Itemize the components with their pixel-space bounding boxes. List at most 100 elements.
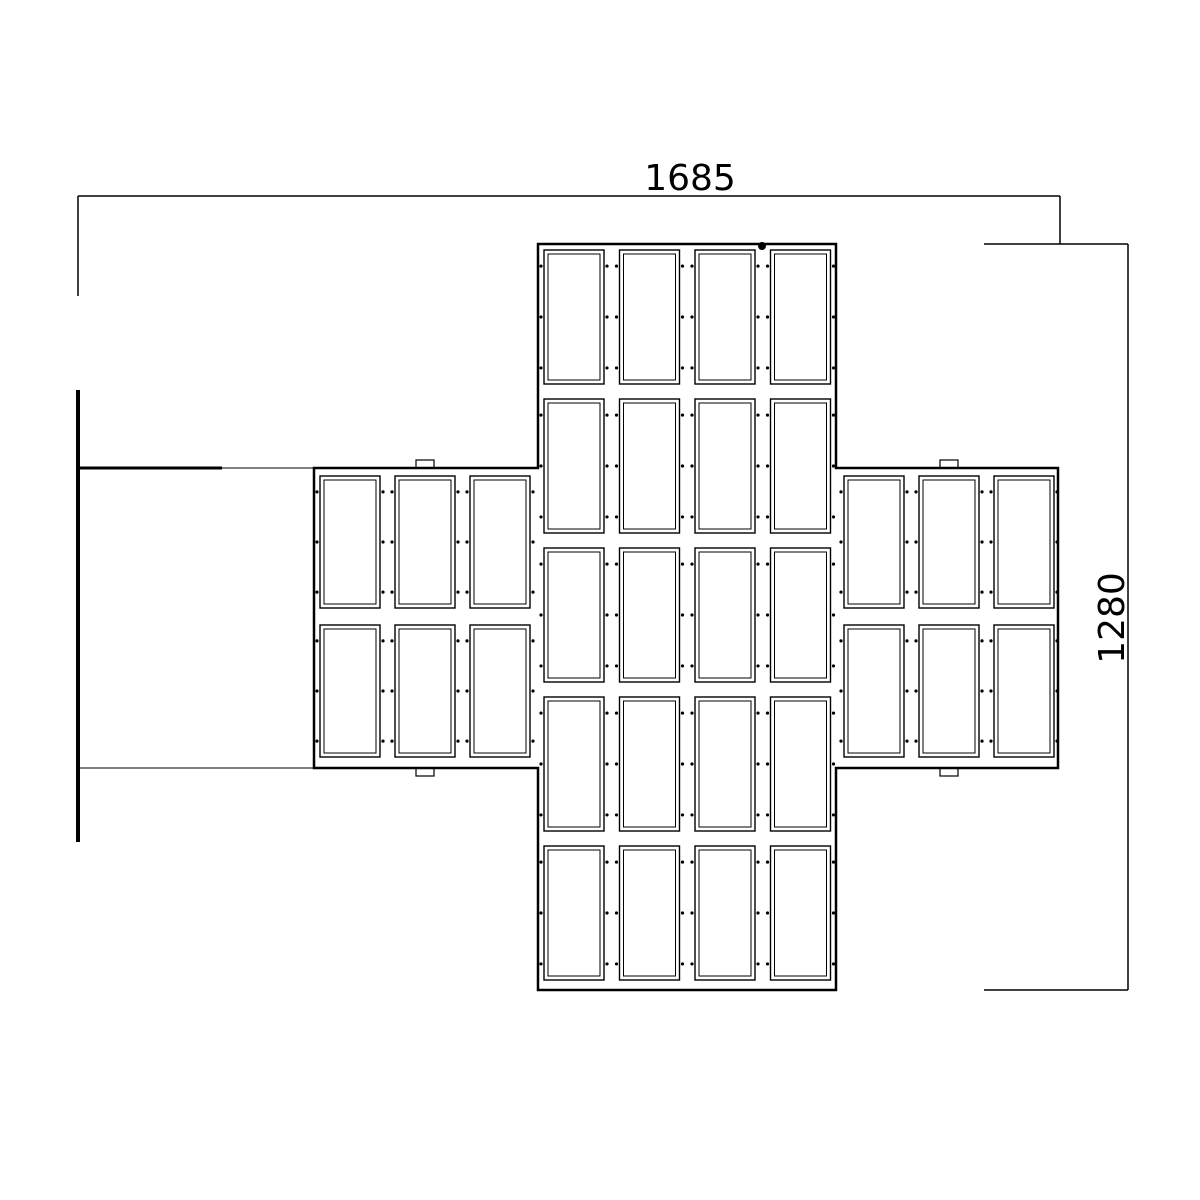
fixing-dot (465, 639, 469, 643)
fixing-dot (531, 739, 535, 743)
module-center-r1-c3 (694, 249, 756, 385)
fixing-dot (765, 366, 770, 370)
module-center-r3-c2-inner (623, 551, 676, 679)
fixing-dot (765, 264, 770, 268)
fixing-dot (765, 962, 770, 966)
fixing-dot (680, 515, 685, 519)
fixing-dot (614, 962, 619, 966)
module-center-r4-c4-inner (774, 700, 827, 828)
mounting-bracket (76, 390, 314, 842)
fixing-dot (989, 590, 993, 594)
fixing-dot (605, 813, 609, 817)
width-dimension-label: 1685 (644, 158, 736, 199)
fixing-dot (1055, 590, 1059, 594)
fixing-dot (831, 413, 836, 417)
fixing-dot (765, 711, 770, 715)
fixing-dot (465, 490, 469, 494)
fixing-dot (831, 860, 836, 864)
module-center-r3-c1 (543, 547, 605, 683)
fixing-dot (839, 540, 843, 544)
fixing-dot (980, 739, 984, 743)
fixing-dot (605, 860, 609, 864)
fixing-dot (914, 689, 918, 693)
fixing-dot (605, 562, 609, 566)
fixing-dot (905, 739, 909, 743)
fixing-dot (680, 264, 685, 268)
fixing-dot (605, 664, 609, 668)
module-center-r3-c3-inner (698, 551, 752, 679)
fixing-dot (680, 762, 685, 766)
fixing-dot (765, 762, 770, 766)
fixing-dot (765, 413, 770, 417)
fixing-dot (605, 264, 609, 268)
fixing-dot (690, 413, 694, 417)
module-center-r3-c2 (618, 547, 681, 683)
fixing-dot (539, 562, 543, 566)
fixing-dot (680, 413, 685, 417)
module-right-r1-c1-inner (847, 479, 901, 605)
fixing-dot (914, 490, 918, 494)
module-center-r2-c2 (618, 398, 681, 534)
fixing-dot (980, 490, 984, 494)
module-center-r3-c4 (769, 547, 832, 683)
fixing-dot (690, 711, 694, 715)
module-center-r2-c1 (543, 398, 605, 534)
fixing-dot (765, 813, 770, 817)
width-dimension: 1685 (77, 158, 1061, 296)
fixing-dot (831, 613, 836, 617)
fixing-dot (605, 515, 609, 519)
fixing-dot (756, 664, 760, 668)
fixing-dot (539, 962, 543, 966)
fixing-dot (989, 490, 993, 494)
fixing-dot (989, 540, 993, 544)
fixing-dot (989, 689, 993, 693)
fixing-dot (614, 464, 619, 468)
fixing-dot (531, 639, 535, 643)
fixing-dot (831, 813, 836, 817)
fixing-dot (756, 315, 760, 319)
wing-tabs (415, 242, 959, 777)
fixing-dot (614, 366, 619, 370)
fixing-dot (680, 860, 685, 864)
module-right-r2-c3-inner (997, 628, 1051, 754)
fixing-dot (905, 490, 909, 494)
module-left-r2-c3-inner (473, 628, 527, 754)
fixing-dot (989, 639, 993, 643)
fixing-dot (690, 515, 694, 519)
fixing-dot (831, 711, 836, 715)
fixing-dot (905, 590, 909, 594)
module-center-r3-c1-inner (547, 551, 601, 679)
fixing-dot (614, 315, 619, 319)
fixing-dot (989, 739, 993, 743)
module-center-r4-c2-inner (623, 700, 676, 828)
fixing-dot (756, 413, 760, 417)
fixing-dot (756, 711, 760, 715)
fixing-dot (315, 590, 319, 594)
fixing-dot (831, 762, 836, 766)
fixing-dot (690, 366, 694, 370)
fixing-dot (839, 689, 843, 693)
fixing-dot (831, 366, 836, 370)
fixing-dot (690, 562, 694, 566)
fixing-dot (605, 315, 609, 319)
fixing-dot (614, 264, 619, 268)
fixing-dot (605, 762, 609, 766)
fixing-dot (381, 689, 385, 693)
module-center-r1-c2 (618, 249, 681, 385)
fixing-dot (539, 613, 543, 617)
fixing-dot (315, 540, 319, 544)
module-left-r1-c3-inner (473, 479, 527, 605)
module-right-r1-c3 (993, 475, 1055, 609)
fixing-dot (381, 739, 385, 743)
top-fixing-point (758, 242, 766, 250)
fixing-dot (765, 464, 770, 468)
height-dimension: 1280 (984, 243, 1133, 991)
fixing-dot (614, 813, 619, 817)
fixing-dot (315, 689, 319, 693)
fixing-dot (765, 315, 770, 319)
fixing-dot (465, 739, 469, 743)
fixing-dot (690, 664, 694, 668)
fixing-dot (680, 613, 685, 617)
module-center-r4-c3-inner (698, 700, 752, 828)
fixing-dot (905, 540, 909, 544)
